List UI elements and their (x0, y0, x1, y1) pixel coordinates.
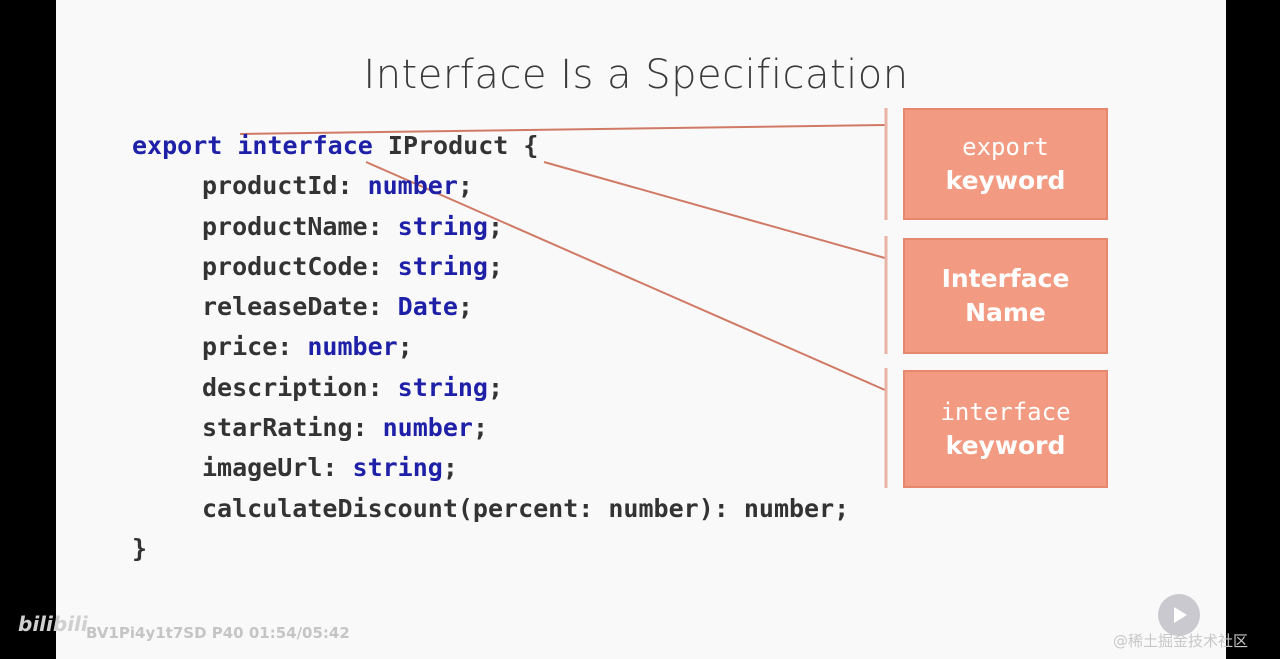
code-line-field: imageUrl: string; (202, 453, 458, 483)
video-info: BV1Pi4y1t7SD P40 01:54/05:42 (86, 624, 350, 642)
code-line-field: starRating: number; (202, 413, 488, 443)
interface-name: IProduct { (387, 131, 539, 160)
code-line-close: } (132, 533, 148, 563)
code-line-field: productId: number; (202, 171, 473, 201)
code-line-method: calculateDiscount(percent: number): numb… (202, 493, 850, 523)
interface-keyword: interface (237, 131, 373, 160)
connector-export (239, 124, 886, 135)
play-button[interactable] (1158, 594, 1200, 636)
callout-interface-keyword: interface keyword (903, 370, 1108, 488)
connector-name (543, 161, 886, 259)
code-block: export interface IProduct { productId: nu… (132, 126, 849, 569)
code-line-field: productName: string; (202, 211, 504, 241)
callout-interface-name: Interface Name (903, 238, 1108, 354)
play-icon (1174, 607, 1187, 623)
connector-interface (365, 161, 886, 391)
code-line-field: price: number; (202, 332, 413, 362)
code-line-field: description: string; (202, 372, 504, 402)
code-line-field: releaseDate: Date; (202, 292, 473, 322)
bilibili-logo: bilibili (18, 612, 88, 636)
callout-export-keyword: export keyword (903, 108, 1108, 220)
callout-connectors (239, 108, 888, 488)
slide-title: Interface Is a Specification (363, 52, 909, 98)
slide: Interface Is a Specification export inte… (56, 0, 1226, 659)
export-keyword: export (132, 131, 223, 160)
watermark-credit: @稀土掘金技术社区 (1113, 632, 1249, 650)
code-line-field: productCode: string; (202, 251, 504, 281)
code-line-declaration: export interface IProduct { (132, 126, 849, 166)
